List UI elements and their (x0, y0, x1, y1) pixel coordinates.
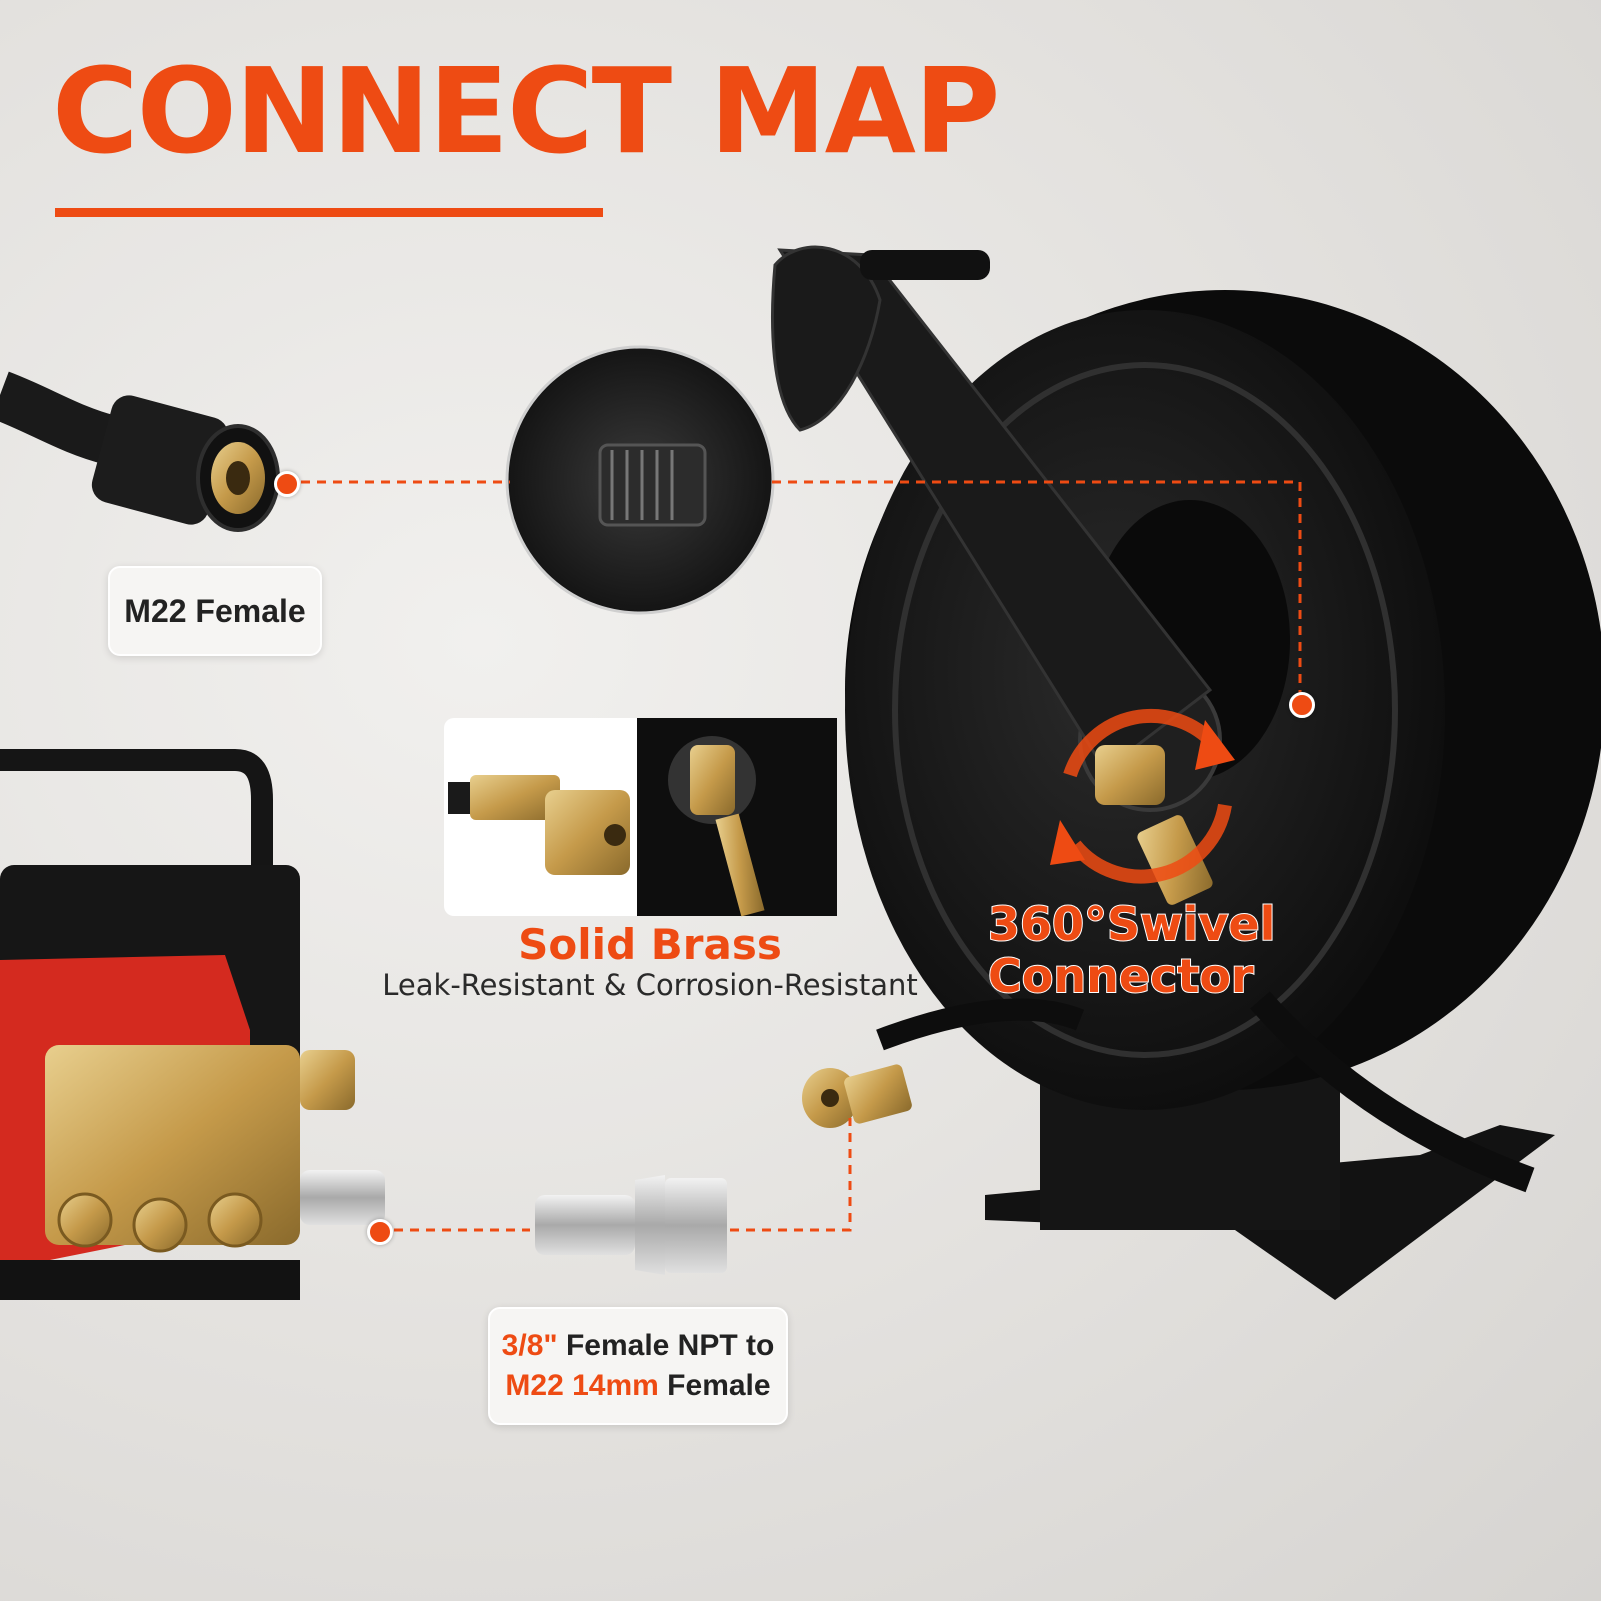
pressure-washer-pump (0, 749, 385, 1300)
npt-label-line2: M22 14mm Female (505, 1369, 771, 1402)
hose-end-fitting (802, 1064, 912, 1128)
swivel-line1: 360°Swivel (987, 897, 1276, 951)
npt-adapter-label: 3/8" Female NPT to M22 14mm Female (488, 1307, 788, 1425)
npt-adapter (535, 1175, 727, 1275)
solid-brass-subtitle: Leak-Resistant & Corrosion-Resistant (382, 968, 918, 1002)
hose-reel (771, 245, 1601, 1300)
swivel-connector (1095, 745, 1213, 905)
solid-brass-title: Solid Brass (518, 920, 782, 969)
inlet-zoom (505, 345, 775, 615)
npt-label-line1: 3/8" Female NPT to (501, 1328, 775, 1362)
connection-dot-icon (1289, 692, 1315, 718)
m22-female-label: M22 Female (108, 566, 322, 656)
connection-dot-icon (367, 1219, 393, 1245)
page-title: CONNECT MAP (52, 42, 1000, 180)
title-underline (55, 208, 603, 217)
connection-lines (285, 480, 1302, 1232)
rotate-arrows-icon (1050, 708, 1235, 884)
connection-dot-icon (274, 471, 300, 497)
swivel-line2: Connector (987, 949, 1255, 1003)
swivel-connector-label: 360°Swivel Connector (987, 897, 1328, 1003)
m22-hose-end (0, 371, 280, 532)
brass-fitting-photos (444, 718, 837, 917)
